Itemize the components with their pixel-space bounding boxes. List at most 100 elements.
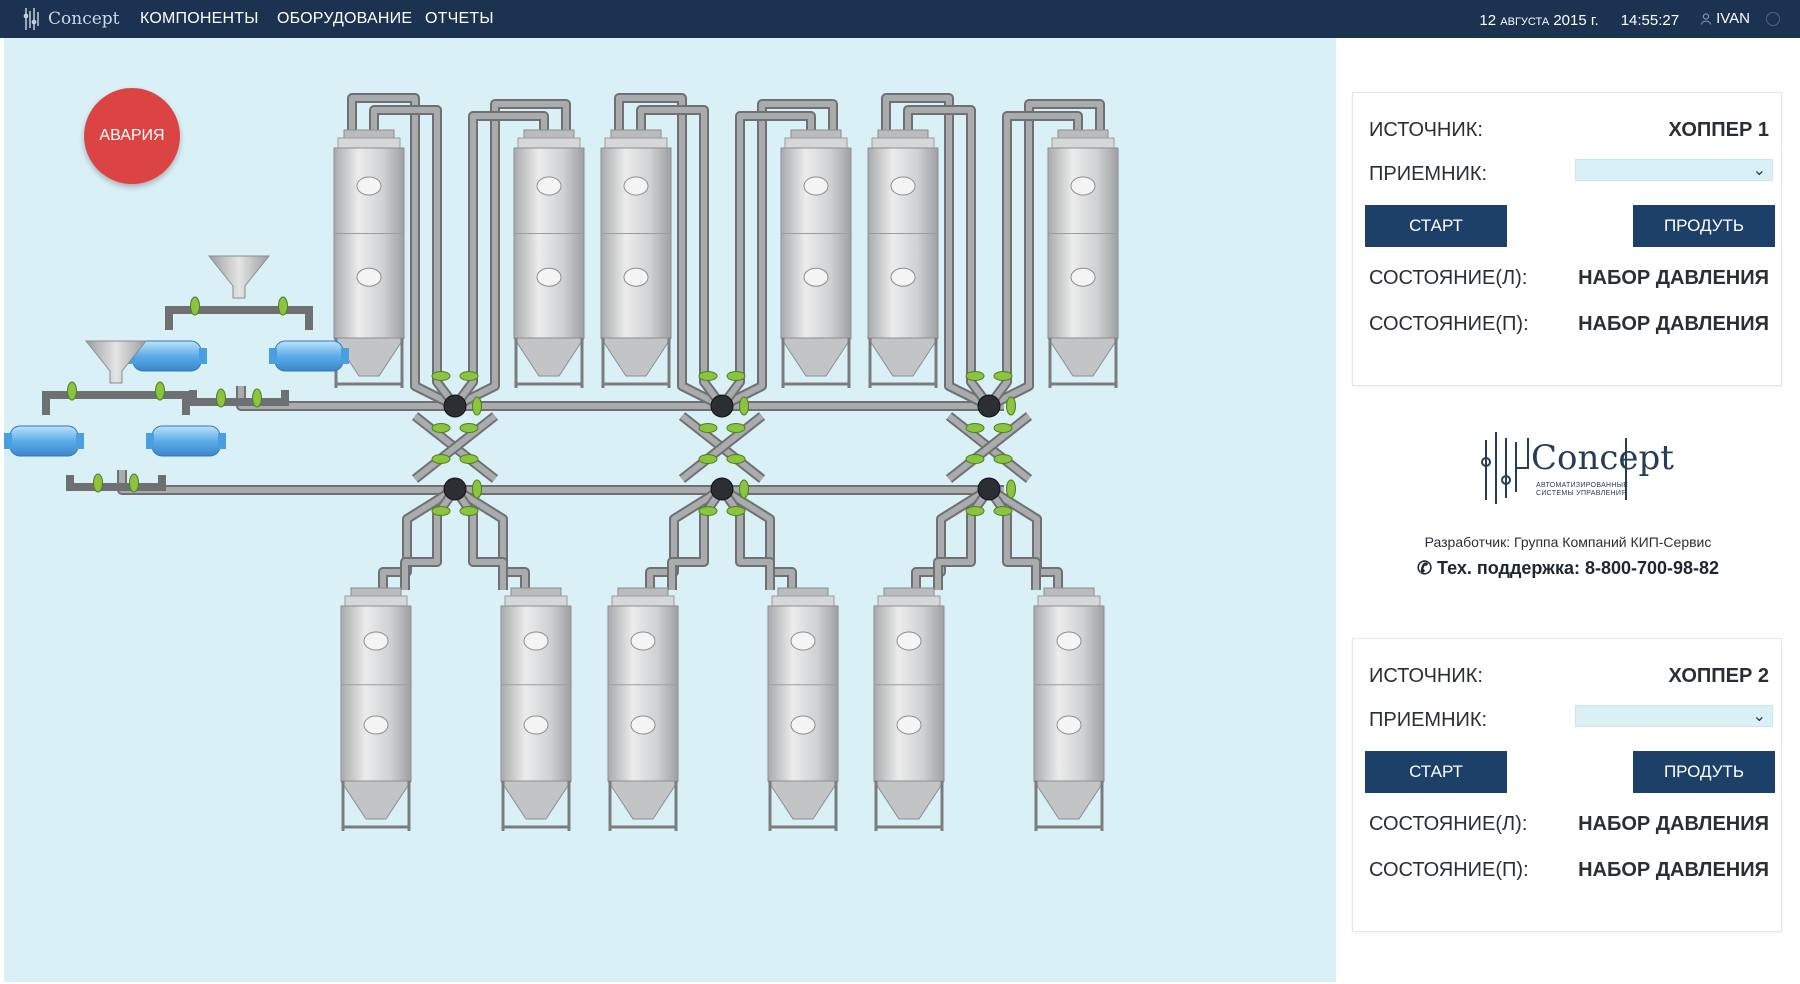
logo-text: Concept: [48, 9, 120, 29]
valve-icon: [278, 296, 288, 316]
silos: [333, 129, 1119, 831]
valve-icon: [739, 479, 749, 499]
valve-icon: [459, 454, 479, 464]
state-right-label: СОСТОЯНИЕ(П):: [1369, 859, 1529, 881]
pump-flange: [4, 433, 12, 449]
pipe-highlight: [238, 386, 1004, 409]
silo-hatch: [790, 715, 816, 735]
state-left-label: СОСТОЯНИЕ(Л):: [1369, 813, 1528, 835]
receiver-select[interactable]: ⌄: [1575, 705, 1773, 727]
valve-icon: [129, 473, 139, 493]
silo-cone: [600, 337, 672, 377]
silo-hatch: [356, 267, 382, 287]
silo-top: [604, 137, 668, 149]
silo: [767, 587, 839, 831]
silo-vent: [1057, 129, 1109, 139]
valve-icon: [726, 371, 746, 381]
settings-icon[interactable]: [1766, 12, 1780, 26]
valve-icon: [726, 454, 746, 464]
silo-hatch: [1056, 631, 1082, 651]
valve-icon: [1006, 396, 1016, 416]
pump-body: [274, 340, 344, 372]
valve-icon: [459, 506, 479, 516]
valve-icon: [993, 423, 1013, 433]
valve-icon: [431, 371, 451, 381]
nav-equipment[interactable]: ОБОРУДОВАНИЕ: [277, 10, 413, 27]
silo-legs: [868, 338, 938, 388]
user-menu[interactable]: IVAN: [1701, 10, 1750, 27]
developer-text: Разработчик: Группа Компаний КИП-Сервис: [1424, 534, 1712, 550]
state-left-label: СОСТОЯНИЕ(Л):: [1369, 267, 1528, 289]
state-right-value: НАБОР ДАВЛЕНИЯ: [1578, 313, 1769, 335]
receiver-label: ПРИЕМНИК:: [1369, 709, 1488, 731]
state-left-value: НАБОР ДАВЛЕНИЯ: [1578, 267, 1769, 289]
silo: [873, 587, 945, 831]
silo-top: [784, 137, 848, 149]
alarm-button[interactable]: АВАРИЯ: [84, 88, 180, 184]
purge-button[interactable]: ПРОДУТЬ: [1633, 205, 1775, 247]
app-logo[interactable]: Concept: [22, 4, 120, 34]
silo-hatch: [790, 631, 816, 651]
pump-flange: [218, 433, 226, 449]
valve-icon: [459, 371, 479, 381]
pipe-highlight: [413, 413, 497, 482]
silo: [500, 587, 572, 831]
valve-icon: [965, 506, 985, 516]
pipe-highlight: [638, 107, 725, 408]
silo: [340, 587, 412, 831]
purge-button[interactable]: ПРОДУТЬ: [1633, 751, 1775, 793]
pump-flange: [199, 348, 207, 364]
feeder-pipe: [189, 390, 289, 406]
silo-hatch: [630, 631, 656, 651]
silo-vent: [877, 129, 929, 139]
pipe-highlight: [371, 107, 458, 408]
pipe-highlight: [987, 101, 1103, 409]
valve-icon: [1006, 479, 1016, 499]
silo-cone: [500, 780, 572, 820]
silo: [513, 129, 585, 388]
start-button[interactable]: СТАРТ: [1365, 751, 1507, 793]
silo-legs: [1034, 781, 1104, 831]
valve-icon: [216, 388, 226, 408]
silo-top: [1051, 137, 1115, 149]
silo-top: [337, 137, 401, 149]
silo-hatch: [896, 631, 922, 651]
silo-hatch: [890, 267, 916, 287]
nav-reports[interactable]: ОТЧЕТЫ: [425, 10, 494, 27]
pipe-highlight: [720, 101, 836, 409]
clock-time: 14:55:27: [1620, 11, 1680, 29]
silo-legs: [601, 338, 671, 388]
feeder-pipe: [165, 306, 313, 330]
valve-icon: [698, 506, 718, 516]
receiver-label: ПРИЕМНИК:: [1369, 163, 1488, 185]
silo-vent: [790, 129, 842, 139]
phone-icon: ✆: [1416, 558, 1433, 578]
feeder: [4, 340, 226, 491]
date-month: АВГУСТА: [1500, 15, 1550, 28]
valve-icon: [252, 388, 262, 408]
pipe-highlight: [616, 95, 724, 409]
silo-hatch: [536, 176, 562, 196]
support-text: Тех. поддержка: 8-800-700-98-82: [1437, 558, 1720, 578]
silo-hatch: [356, 176, 382, 196]
valve-icon: [431, 423, 451, 433]
nav-components[interactable]: КОМПОНЕНТЫ: [140, 10, 259, 27]
date: 12 АВГУСТА 2015 г.: [1479, 12, 1598, 29]
silo-hatch: [630, 715, 656, 735]
receiver-select[interactable]: ⌄: [1575, 159, 1773, 181]
start-button[interactable]: СТАРТ: [1365, 205, 1507, 247]
valve-icon: [965, 371, 985, 381]
pipe-highlight: [119, 470, 1004, 493]
silo-top: [1037, 595, 1101, 607]
user-name: IVAN: [1716, 10, 1750, 27]
hopper-funnel: [207, 255, 271, 299]
silo-hatch: [1070, 267, 1096, 287]
date-day: 12: [1479, 11, 1497, 29]
pump-flange: [76, 433, 84, 449]
pump-flange: [146, 433, 154, 449]
valve-icon: [431, 454, 451, 464]
valve-icon: [459, 423, 479, 433]
junction-node: [977, 394, 1001, 418]
junction-node: [977, 477, 1001, 501]
feeder-pipe: [66, 475, 166, 491]
